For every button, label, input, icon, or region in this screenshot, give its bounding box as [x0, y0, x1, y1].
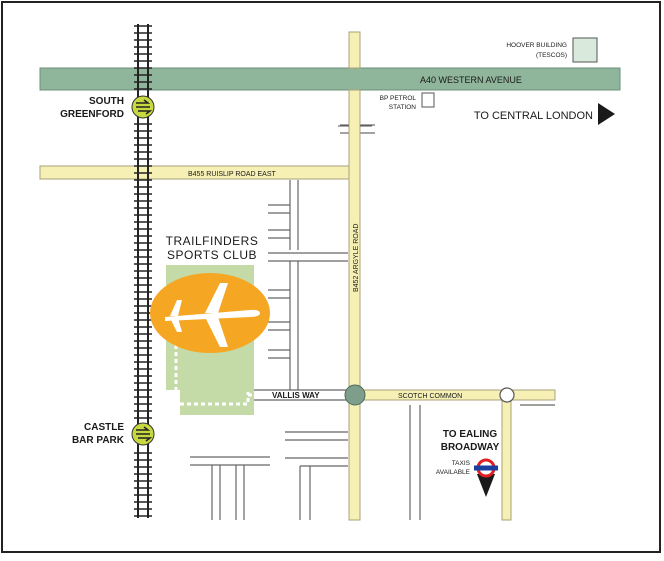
club-label-1: TRAILFINDERS — [166, 234, 259, 248]
arrow-right-icon — [598, 103, 615, 125]
ealing-label-2: BROADWAY — [441, 442, 500, 453]
road-b452 — [348, 89, 361, 521]
ealing-label-1: TO EALING — [443, 429, 497, 440]
taxis-label-2: AVAILABLE — [436, 469, 471, 476]
taxis-label-1: TAXIS — [452, 460, 471, 467]
vallis-way-label: VALLIS WAY — [272, 391, 320, 400]
road-vallis-way — [254, 389, 348, 401]
south-greenford-label-2: GREENFORD — [60, 109, 124, 120]
bp-station-marker — [421, 92, 435, 108]
rail-station-icon — [131, 95, 155, 119]
roundabout-scotch — [499, 387, 515, 403]
castle-bar-label-2: BAR PARK — [72, 435, 125, 446]
central-london-label: TO CENTRAL LONDON — [474, 110, 593, 122]
road-a40 — [39, 67, 621, 91]
roundabout-argyle — [344, 384, 366, 406]
rail-station-icon — [131, 422, 155, 446]
road-to-ealing — [501, 399, 512, 521]
hoover-building-marker — [572, 37, 598, 63]
bp-label-1: BP PETROL — [380, 95, 417, 102]
side-streets — [190, 124, 555, 520]
b455-label: B455 RUISLIP ROAD EAST — [188, 171, 277, 178]
airplane-logo-icon — [150, 273, 270, 353]
hoover-label-2: (TESCOS) — [536, 52, 567, 59]
bp-label-2: STATION — [389, 104, 417, 111]
castle-bar-label-1: CASTLE — [84, 422, 124, 433]
club-label-2: SPORTS CLUB — [167, 248, 257, 262]
a40-label: A40 WESTERN AVENUE — [420, 75, 522, 85]
scotch-common-label: SCOTCH COMMON — [398, 393, 462, 400]
road-argyle-north — [348, 31, 361, 69]
underground-marker-icon — [474, 458, 498, 497]
map-border — [1, 1, 661, 553]
b452-label: B452 ARGYLE ROAD — [353, 224, 360, 292]
hoover-label-1: HOOVER BUILDING — [506, 42, 567, 49]
south-greenford-label-1: SOUTH — [89, 96, 124, 107]
